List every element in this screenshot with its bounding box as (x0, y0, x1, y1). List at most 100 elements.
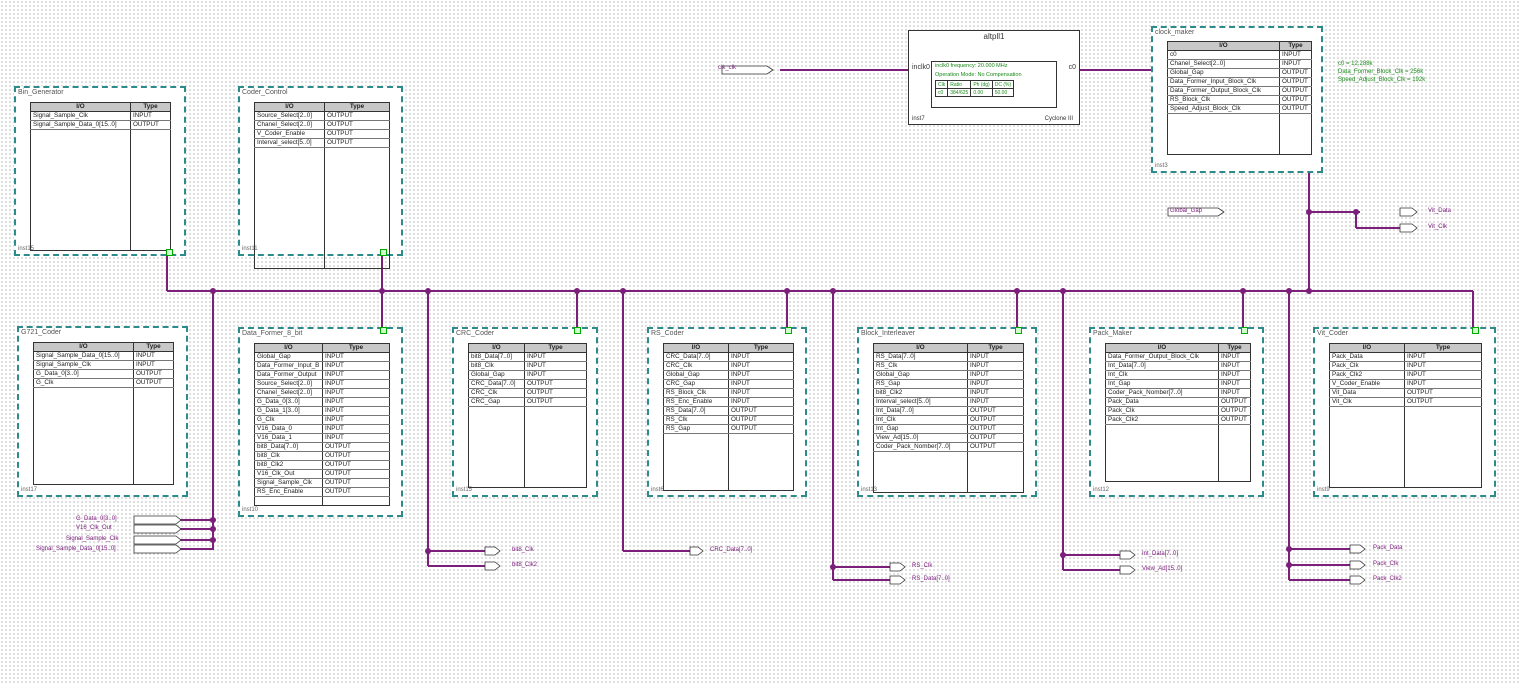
port-type: INPUT (967, 397, 1024, 407)
port-connector (1472, 327, 1479, 334)
block-altpll[interactable]: altpll1 inclk0 c0 inclk0 frequency: 20.0… (908, 30, 1080, 125)
port-name: Pack_Data (1105, 397, 1219, 407)
port-type: INPUT (130, 111, 171, 121)
port-name: RS_Enc_Enable (663, 397, 729, 407)
pll-in-port: inclk0 (912, 64, 930, 71)
port-type: INPUT (728, 388, 794, 398)
port-type: INPUT (322, 406, 390, 416)
port-row: Signal_Sample_Data_0[15..0]INPUT (33, 351, 174, 361)
port-name: RS_Data[7..0] (663, 406, 729, 416)
port-type: OUTPUT (324, 120, 390, 130)
port-type: INPUT (1218, 388, 1251, 398)
port-type: INPUT (524, 361, 587, 371)
port-type: INPUT (967, 352, 1024, 362)
port-connector (574, 327, 581, 334)
table-header: I/O (254, 343, 323, 353)
port-name: Data_Former_Input_B (254, 361, 323, 371)
empty-cell (1105, 424, 1219, 482)
port-type: INPUT (322, 352, 390, 362)
port-name: Interval_select[5..0] (873, 397, 968, 407)
port-connector (380, 327, 387, 334)
pin-pack-data: Pack_Data (1373, 545, 1403, 551)
empty-row (254, 147, 390, 269)
pin-g-data: G_Data_0[3..0] (76, 516, 117, 522)
note-former: Data_Former_Block_Clk = 256k (1338, 69, 1424, 75)
port-type: OUTPUT (728, 424, 794, 434)
block-name: RS_Coder (651, 330, 684, 337)
port-name: Signal_Sample_Clk (33, 360, 134, 370)
port-name: G_Clk (33, 378, 134, 388)
port-name: RS_Gap (873, 379, 968, 389)
port-name: RS_Enc_Enable (254, 487, 323, 497)
instance-label: inst11 (242, 246, 258, 252)
port-row: Chanel_Select[2..0]OUTPUT (254, 120, 390, 130)
block-name: Pack_Maker (1093, 330, 1132, 337)
port-name: G_Data_0[3..0] (33, 369, 134, 379)
port-name: Chanel_Select[2..0] (254, 388, 323, 398)
port-name: V16_Data_0 (254, 424, 323, 434)
instance-label: inst6 (651, 487, 664, 493)
port-type: INPUT (967, 388, 1024, 398)
port-type: INPUT (1404, 361, 1482, 371)
pll-line2: Operation Mode: No Compensation (935, 72, 1022, 78)
port-type: INPUT (1404, 370, 1482, 380)
port-name: V_Coder_Enable (1329, 379, 1405, 389)
port-type: OUTPUT (728, 415, 794, 425)
port-row: RS_Data[7..0]INPUT (873, 352, 1024, 362)
empty-cell (324, 147, 390, 269)
port-type: OUTPUT (1404, 388, 1482, 398)
empty-cell (254, 496, 323, 506)
empty-row (1105, 424, 1251, 482)
empty-cell (133, 387, 174, 485)
port-name: Pack_Clk (1329, 361, 1405, 371)
port-name: Data_Former_Output_Block_Clk (1105, 352, 1219, 362)
table-header: I/O (1329, 343, 1405, 353)
port-name: Global_Gap (1167, 68, 1280, 78)
port-name: bit8_Data[7..0] (468, 352, 525, 362)
pll-td: 384/625 (947, 88, 972, 97)
block-name: Vit_Coder (1317, 330, 1349, 337)
port-name: Data_Former_Output_Block_Clk (1167, 86, 1280, 96)
table-header: Type (1404, 343, 1482, 353)
port-type: OUTPUT (1218, 406, 1251, 416)
port-type: OUTPUT (1279, 68, 1312, 78)
port-name: Global_Gap (873, 370, 968, 380)
port-type: INPUT (1404, 379, 1482, 389)
port-type: OUTPUT (1279, 95, 1312, 105)
port-type: OUTPUT (524, 379, 587, 389)
port-name: Data_Former_Input_Block_Clk (1167, 77, 1280, 87)
port-row: G_Data_0[3..0]OUTPUT (33, 369, 174, 379)
port-name: Pack_Clk2 (1105, 415, 1219, 425)
port-name: Source_Select[2..0] (254, 111, 325, 121)
block-name: Bin_Generator (18, 89, 64, 96)
pll-th: Ratio (947, 80, 972, 89)
pin-rs-clk: RS_Clk (912, 563, 933, 569)
empty-row (30, 129, 171, 251)
port-name: Chanel_Select[2..0] (254, 120, 325, 130)
port-type: INPUT (1279, 50, 1312, 60)
port-name: CRC_Gap (468, 397, 525, 407)
instance-label: inst17 (21, 487, 38, 493)
